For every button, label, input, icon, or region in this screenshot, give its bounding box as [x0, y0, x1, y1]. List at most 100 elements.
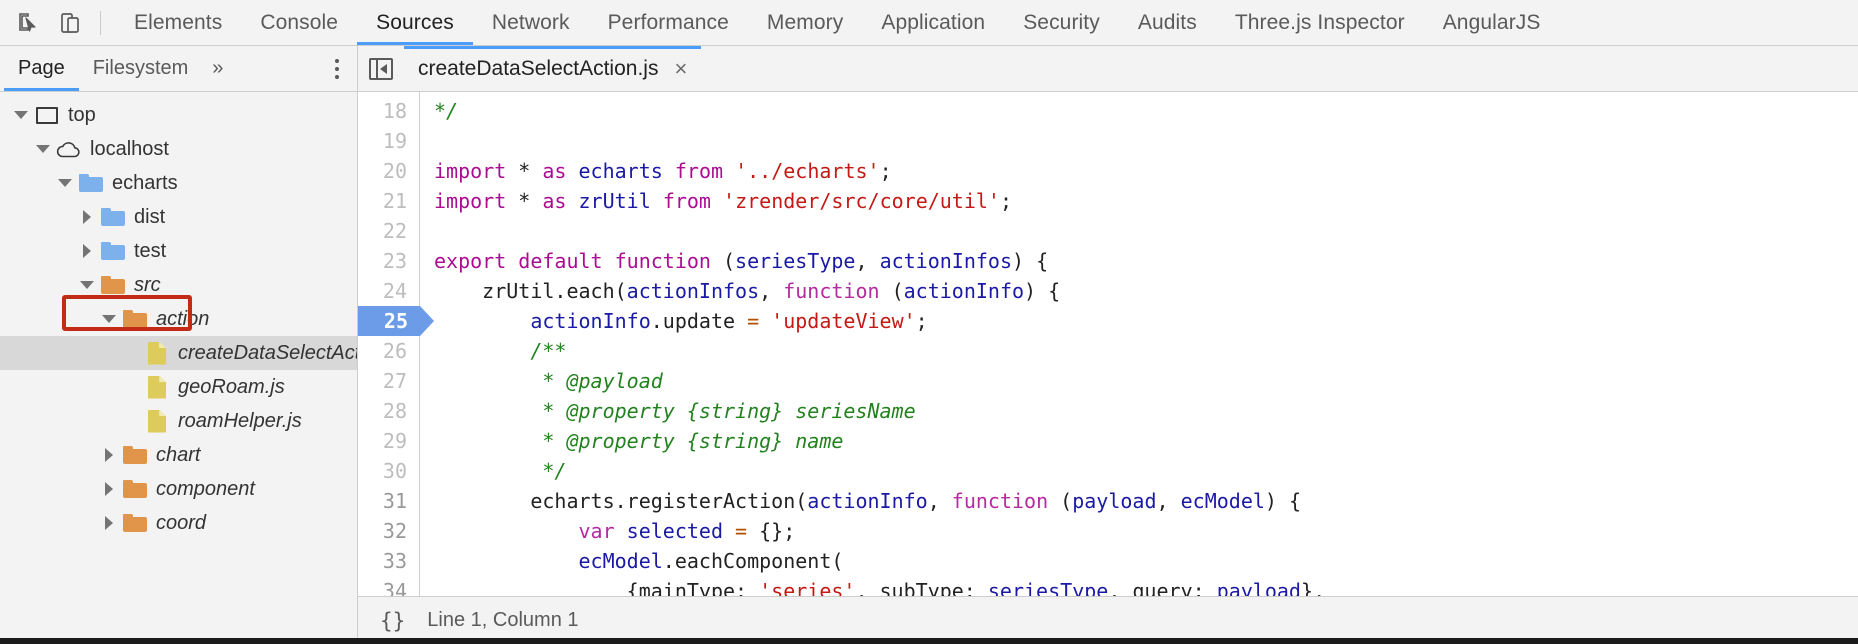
window-bottom-edge: [0, 638, 1858, 644]
tree-item-label: action: [156, 307, 210, 330]
tree-item-echarts[interactable]: echarts: [0, 166, 357, 200]
tab-sources[interactable]: Sources: [357, 0, 473, 45]
line-number[interactable]: 30: [382, 459, 407, 483]
chevron-down-icon[interactable]: [32, 145, 54, 153]
chevron-right-icon[interactable]: [98, 516, 120, 530]
tree-item-roamhelper-js[interactable]: roamHelper.js: [0, 404, 357, 438]
line-number[interactable]: 21: [382, 189, 407, 213]
code-line: import * as echarts from '../echarts';: [434, 156, 1858, 186]
editor-panel: createDataSelectAction.js × 18 19 20 21 22 23…: [358, 46, 1858, 644]
tree-item-src[interactable]: src: [0, 268, 357, 302]
line-number[interactable]: 18: [382, 99, 407, 123]
tab-security[interactable]: Security: [1004, 0, 1119, 45]
tree-item-component[interactable]: component: [0, 472, 357, 506]
tab-label: Elements: [134, 10, 223, 34]
tree-item-label: roamHelper.js: [178, 409, 302, 432]
navigator-tab-page[interactable]: Page: [4, 46, 79, 91]
show-navigator-icon[interactable]: [358, 46, 404, 91]
code-line: */: [434, 96, 1858, 126]
code-token: import: [434, 189, 507, 213]
code-token: .update: [650, 309, 748, 333]
chevron-down-icon[interactable]: [10, 111, 32, 119]
line-number[interactable]: 25: [358, 306, 434, 336]
tab-label: Memory: [766, 10, 844, 34]
tree-item-label: dist: [134, 205, 166, 228]
line-number[interactable]: 27: [382, 369, 407, 393]
code-content[interactable]: */ import * as echarts from '../echarts'…: [420, 92, 1858, 596]
close-icon[interactable]: ×: [674, 55, 688, 81]
tree-item-label: localhost: [90, 137, 169, 160]
code-line: actionInfo.update = 'updateView';: [434, 306, 1858, 336]
code-token: 'updateView': [771, 309, 916, 333]
line-number[interactable]: 20: [382, 159, 407, 183]
tab-application[interactable]: Application: [862, 0, 1004, 45]
code-token: , subType:: [855, 579, 988, 596]
code-token: zrUtil.each(: [434, 279, 627, 303]
code-token: [615, 519, 627, 543]
line-number[interactable]: 23: [382, 249, 407, 273]
code-editor[interactable]: 181920212223242526272829303132333435 */ …: [358, 92, 1858, 596]
line-number[interactable]: 29: [382, 429, 407, 453]
line-number[interactable]: 34: [382, 579, 407, 596]
code-token: *: [506, 159, 543, 183]
tree-item-createdataselectaction-js[interactable]: createDataSelectAction.js: [0, 336, 357, 370]
line-number[interactable]: 19: [382, 129, 407, 153]
tree-item-action[interactable]: action: [0, 302, 357, 336]
code-token: selected: [626, 519, 723, 543]
more-options-icon[interactable]: [331, 55, 343, 83]
tree-item-label: top: [68, 103, 96, 126]
tab-elements[interactable]: Elements: [115, 0, 241, 45]
chevron-right-icon[interactable]: [98, 482, 120, 496]
tree-item-top[interactable]: top: [0, 98, 357, 132]
line-number[interactable]: 28: [382, 399, 407, 423]
tree-item-test[interactable]: test: [0, 234, 357, 268]
tree-item-dist[interactable]: dist: [0, 200, 357, 234]
tree-item-coord[interactable]: coord: [0, 506, 357, 540]
code-token: .eachComponent(: [662, 549, 844, 573]
inspect-cursor-icon[interactable]: [8, 2, 50, 44]
code-token: * @property {string} name: [434, 429, 844, 453]
device-toolbar-icon[interactable]: [50, 2, 92, 44]
tab-console[interactable]: Console: [241, 0, 357, 45]
navigator-more-tabs-icon[interactable]: »: [212, 57, 224, 79]
chevron-right-icon[interactable]: [76, 210, 98, 224]
line-number[interactable]: 31: [382, 489, 407, 513]
tree-item-localhost[interactable]: localhost: [0, 132, 357, 166]
tree-item-chart[interactable]: chart: [0, 438, 357, 472]
code-token: =: [747, 309, 760, 333]
code-token: * @property {string} seriesName: [434, 399, 916, 423]
code-line: [434, 126, 1858, 156]
tab-label: Application: [881, 10, 986, 34]
code-line: * @payload: [434, 366, 1858, 396]
line-number[interactable]: 22: [382, 219, 407, 243]
tab-label: Performance: [607, 10, 729, 34]
editor-tab-createdataselectaction[interactable]: createDataSelectAction.js ×: [404, 46, 702, 91]
code-token: ) {: [1024, 279, 1061, 303]
chevron-right-icon[interactable]: [76, 244, 98, 258]
line-number[interactable]: 32: [382, 519, 407, 543]
tab-network[interactable]: Network: [473, 0, 589, 45]
tab-audits[interactable]: Audits: [1119, 0, 1216, 45]
tab-label: Audits: [1137, 10, 1197, 34]
tree-item-georoam-js[interactable]: geoRoam.js: [0, 370, 357, 404]
line-number[interactable]: 24: [382, 279, 407, 303]
pretty-print-icon[interactable]: {}: [380, 608, 406, 633]
tab-threejs-inspector[interactable]: Three.js Inspector: [1216, 0, 1424, 45]
chevron-down-icon[interactable]: [76, 281, 98, 289]
code-token: ,: [759, 279, 784, 303]
tab-performance[interactable]: Performance: [589, 0, 748, 45]
navigator-tab-filesystem[interactable]: Filesystem: [79, 46, 203, 91]
chevron-down-icon[interactable]: [98, 315, 120, 323]
tab-memory[interactable]: Memory: [748, 0, 862, 45]
code-token: echarts.registerAction(: [434, 489, 808, 513]
chevron-down-icon[interactable]: [54, 179, 76, 187]
code-token: actionInfos: [879, 249, 1013, 273]
chevron-right-icon[interactable]: [98, 448, 120, 462]
navigator-tabbar: Page Filesystem »: [0, 46, 357, 92]
tab-angularjs[interactable]: AngularJS: [1424, 0, 1560, 45]
line-number[interactable]: 33: [382, 549, 407, 573]
code-token: ,: [1156, 489, 1181, 513]
line-number[interactable]: 26: [382, 339, 407, 363]
navigator-tab-label: Filesystem: [92, 57, 189, 79]
line-number-gutter[interactable]: 181920212223242526272829303132333435: [358, 92, 434, 596]
